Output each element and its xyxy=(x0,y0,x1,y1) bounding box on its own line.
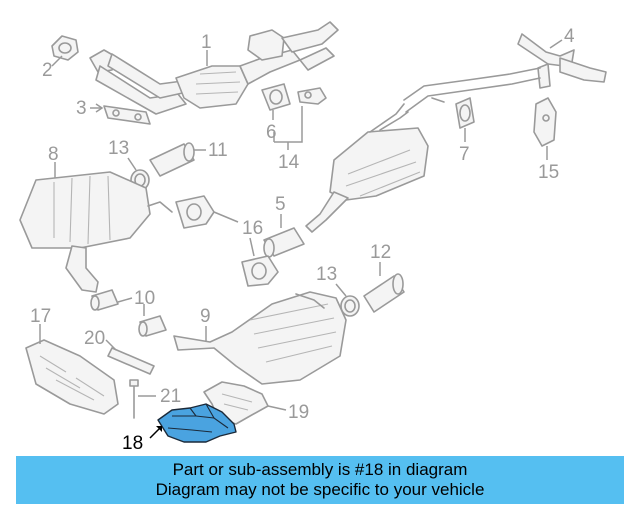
callout-5: 5 xyxy=(275,194,286,215)
part-5-clamp[interactable] xyxy=(263,227,305,258)
callout-11: 11 xyxy=(208,140,228,161)
part-7-hanger[interactable] xyxy=(455,97,475,129)
callout-2: 2 xyxy=(42,60,53,81)
callout-15: 15 xyxy=(538,162,559,183)
part-10-clamp-a[interactable] xyxy=(90,289,119,311)
part-14-bracket[interactable] xyxy=(297,87,327,105)
info-banner: Part or sub-assembly is #18 in diagram D… xyxy=(16,456,624,504)
part-15-bracket[interactable] xyxy=(533,97,557,147)
callout-20: 20 xyxy=(84,328,105,349)
callout-13-upper: 13 xyxy=(108,138,129,159)
callout-13-lower: 13 xyxy=(316,264,337,285)
leader-19 xyxy=(267,405,287,411)
leader-14 xyxy=(273,106,303,150)
part-16-hanger-a[interactable] xyxy=(175,195,215,229)
part-21-bolt[interactable] xyxy=(129,379,139,419)
intermediate-muffler xyxy=(305,103,429,233)
part-10-clamp-b[interactable] xyxy=(138,315,167,337)
part-11-pipe[interactable] xyxy=(149,142,195,177)
callout-19: 19 xyxy=(288,402,309,423)
leader-13a xyxy=(127,157,137,171)
callout-6: 6 xyxy=(266,122,277,143)
leader-2 xyxy=(51,55,63,67)
pipe-clamp-mark xyxy=(431,97,445,103)
leader-3-arrow xyxy=(95,103,104,113)
part-9-rear-muffler[interactable] xyxy=(173,291,347,385)
leader-10 xyxy=(117,297,145,316)
callout-4: 4 xyxy=(564,26,575,47)
part-20-strip[interactable] xyxy=(107,347,155,375)
part-1-front-pipe[interactable] xyxy=(89,21,339,115)
leader-13b xyxy=(335,283,347,297)
callout-9: 9 xyxy=(200,306,211,327)
leader-16 xyxy=(213,211,255,257)
banner-line-2: Diagram may not be specific to your vehi… xyxy=(155,480,485,499)
part-8-muffler[interactable] xyxy=(19,171,173,293)
exhaust-parts-diagram: 1 2 3 4 5 6 7 8 9 10 11 12 13 13 14 15 1… xyxy=(19,21,607,454)
part-13-clamp-lower[interactable] xyxy=(340,295,360,317)
callout-1: 1 xyxy=(201,32,212,53)
leader-4 xyxy=(549,39,563,49)
callout-21: 21 xyxy=(160,386,181,407)
callout-17: 17 xyxy=(30,306,51,327)
part-12-pipe[interactable] xyxy=(363,273,405,313)
part-17-heat-shield[interactable] xyxy=(25,339,119,415)
part-2-gasket[interactable] xyxy=(51,35,79,61)
leader-18-arrowhead xyxy=(156,426,162,432)
leader-18 xyxy=(149,427,161,439)
callout-3: 3 xyxy=(76,98,87,119)
callout-10: 10 xyxy=(134,288,155,309)
callout-18: 18 xyxy=(122,433,143,454)
callout-16: 16 xyxy=(242,218,263,239)
callout-8: 8 xyxy=(48,144,59,165)
part-18-heat-shield-highlighted[interactable] xyxy=(157,403,237,443)
part-16-hanger-b[interactable] xyxy=(241,255,279,287)
callout-12: 12 xyxy=(370,242,391,263)
part-6-hanger[interactable] xyxy=(261,83,291,111)
callout-14: 14 xyxy=(278,152,300,173)
leader-20 xyxy=(105,339,117,351)
part-3-bracket[interactable] xyxy=(103,105,151,125)
part-4-tailpipe[interactable] xyxy=(403,33,607,113)
banner-line-1: Part or sub-assembly is #18 in diagram xyxy=(172,460,468,479)
callout-7: 7 xyxy=(459,144,470,165)
